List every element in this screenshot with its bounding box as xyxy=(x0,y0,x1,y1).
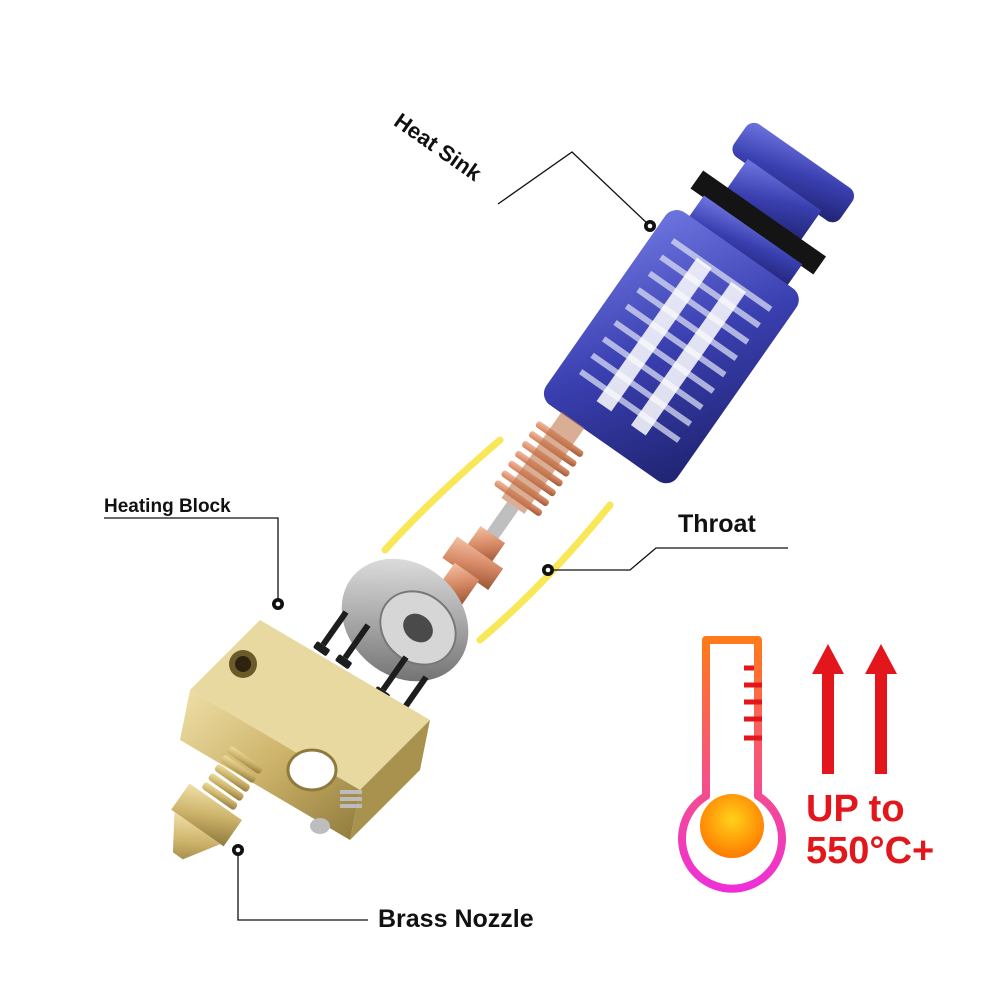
heating-block xyxy=(180,620,430,840)
temperature-line-1: UP to xyxy=(806,788,905,830)
brass-nozzle-part xyxy=(171,746,263,860)
heat-glow xyxy=(381,436,614,644)
up-arrow-icon xyxy=(865,644,897,774)
temperature-text: UP to 550°C+ xyxy=(806,788,934,872)
screws xyxy=(313,610,429,721)
thermometer-icon xyxy=(678,636,786,893)
heating-block-label: Heating Block xyxy=(104,496,231,517)
up-arrow-icon xyxy=(812,644,844,774)
callout-dots xyxy=(232,220,656,856)
brass-nozzle-label: Brass Nozzle xyxy=(378,905,534,933)
throat-part xyxy=(437,411,585,605)
callout-lines xyxy=(104,151,788,921)
heat-sink xyxy=(543,122,855,484)
temperature-line-2: 550°C+ xyxy=(806,830,935,872)
steel-ring xyxy=(341,558,469,682)
throat-label: Throat xyxy=(678,510,756,538)
